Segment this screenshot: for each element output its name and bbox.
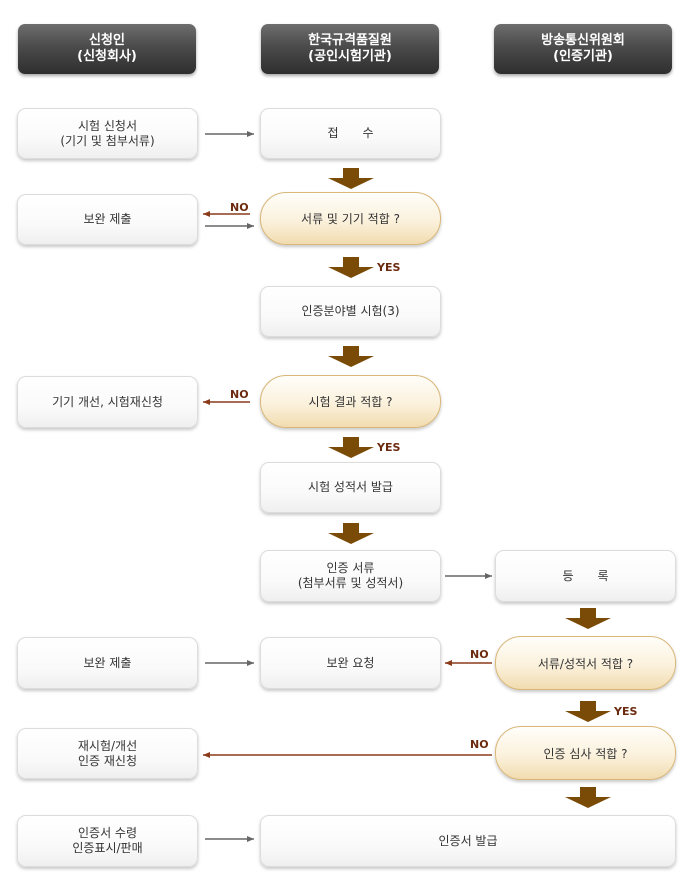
report-text: 시험 성적서 발급: [308, 480, 393, 494]
applicant-supplement2-box: 보완 제출: [17, 637, 198, 689]
lab-field-test-box: 인증분야별 시험(3): [260, 286, 441, 337]
review-check-text: 인증 심사 적합 ?: [543, 746, 628, 761]
lab-docs-check-decision: 서류 및 기기 적합 ?: [260, 192, 441, 245]
header-lab-title: 한국규격품질원: [308, 33, 392, 48]
header-applicant-title: 신청인: [89, 33, 125, 48]
header-lab-subtitle: (공인시험기관): [308, 49, 392, 64]
applicant-improve-box: 기기 개선, 시험재신청: [17, 376, 198, 428]
header-kcc: 방송통신위원회 (인증기관): [494, 24, 672, 74]
kcc-registration-box: 등 록: [495, 550, 676, 602]
application-line2: (기기 및 첨부서류): [60, 133, 155, 148]
supplement2-line1: 보완 제출: [83, 655, 132, 670]
yes-label-docs-report-check: YES: [614, 705, 638, 718]
yes-label-docs-check: YES: [377, 261, 401, 274]
reception-text: 접 수: [327, 126, 374, 140]
docs-check-text: 서류 및 기기 적합 ?: [301, 212, 400, 226]
lab-report-box: 시험 성적서 발급: [260, 462, 441, 513]
no-label-review-check: NO: [470, 738, 489, 751]
lab-cert-docs-box: 인증 서류 (첨부서류 및 성적서): [260, 550, 441, 602]
kcc-review-check-decision: 인증 심사 적합 ?: [495, 726, 676, 780]
down-arrow-8: [565, 787, 611, 808]
header-kcc-subtitle: (인증기관): [553, 49, 613, 64]
applicant-receive-box: 인증서 수령 인증표시/판매: [17, 815, 198, 867]
down-arrow-6: [565, 608, 611, 629]
supplement1-line1: 보완 제출: [83, 212, 132, 226]
header-applicant: 신청인 (신청회사): [18, 24, 196, 74]
header-lab: 한국규격품질원 (공인시험기관): [261, 24, 439, 74]
lab-supplement-request-box: 보완 요청: [260, 637, 441, 689]
supplement-request-text: 보완 요청: [326, 655, 375, 670]
receive-line1: 인증서 수령: [77, 826, 137, 840]
cert-docs-line2: (첨부서류 및 성적서): [297, 576, 404, 590]
docs-report-check-text: 서류/성적서 적합 ?: [537, 656, 634, 671]
field-test-text: 인증분야별 시험(3): [301, 304, 400, 318]
result-check-text: 시험 결과 적합 ?: [308, 395, 393, 409]
down-arrow-1: [328, 168, 374, 189]
applicant-application-box: 시험 신청서 (기기 및 첨부서류): [17, 108, 198, 159]
improve-line1: 기기 개선, 시험재신청: [52, 394, 163, 409]
no-label-result-check: NO: [230, 388, 249, 401]
down-arrow-3: [328, 346, 374, 367]
retest-line2: 인증 재신청: [77, 753, 137, 768]
header-kcc-title: 방송통신위원회: [541, 33, 625, 48]
registration-text: 등 록: [562, 568, 609, 583]
down-arrow-7: [565, 701, 611, 722]
no-label-docs-report-check: NO: [470, 648, 489, 661]
lab-result-check-decision: 시험 결과 적합 ?: [260, 375, 441, 428]
no-label-docs-check: NO: [230, 201, 249, 214]
cert-issue-box: 인증서 발급: [260, 815, 676, 867]
applicant-supplement-box: 보완 제출: [17, 194, 198, 245]
yes-label-result-check: YES: [377, 441, 401, 454]
retest-line1: 재시험/개선: [77, 738, 138, 753]
header-applicant-subtitle: (신청회사): [77, 49, 137, 64]
application-line1: 시험 신청서: [77, 118, 137, 133]
cert-docs-line1: 인증 서류: [326, 561, 375, 575]
receive-line2: 인증표시/판매: [72, 841, 143, 855]
cert-issue-text: 인증서 발급: [438, 833, 498, 848]
kcc-docs-report-check-decision: 서류/성적서 적합 ?: [495, 636, 676, 690]
applicant-retest-box: 재시험/개선 인증 재신청: [17, 728, 198, 779]
down-arrow-5: [328, 523, 374, 544]
lab-reception-box: 접 수: [260, 108, 441, 159]
down-arrow-2: [328, 257, 374, 278]
down-arrow-4: [328, 437, 374, 458]
